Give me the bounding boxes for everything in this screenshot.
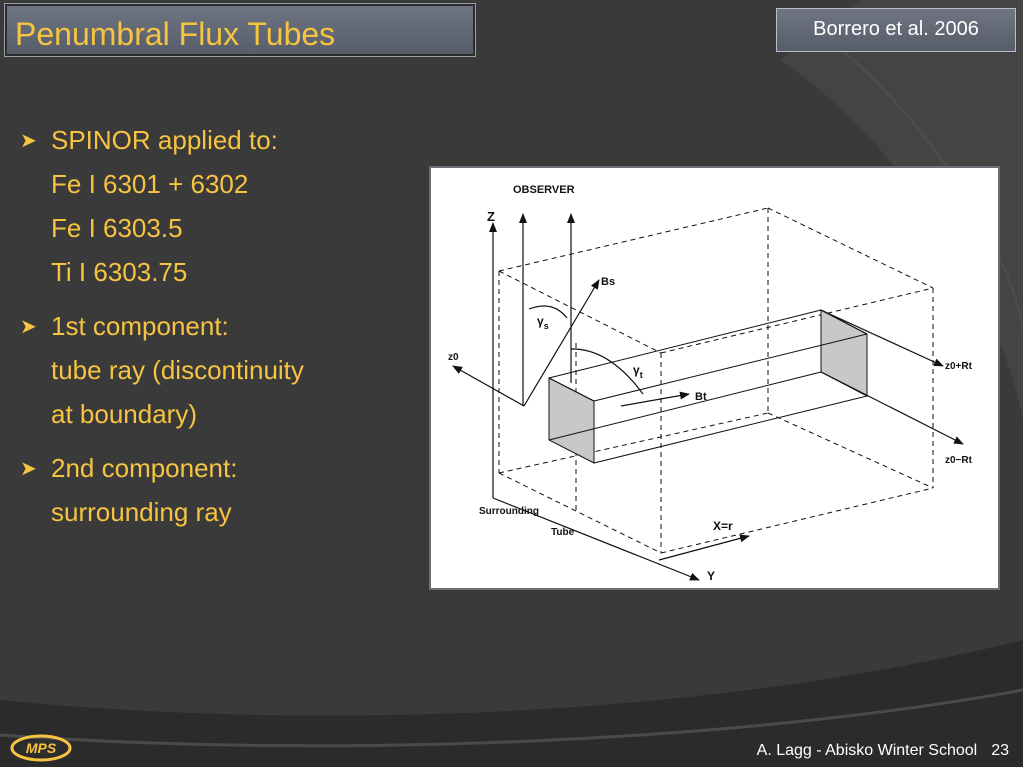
bullet-item: ➤ SPINOR applied to: Fe I 6301 + 6302 Fe… — [20, 118, 420, 294]
bullet-arrow-icon: ➤ — [20, 458, 37, 480]
axes — [489, 222, 750, 581]
bullet-line: Fe I 6303.5 — [51, 213, 183, 243]
z0-minus-rt-label: z0−Rt — [945, 455, 973, 466]
diagram-svg: OBSERVER Z Bs Bt z0 z0+Rt z0−Rt γs γt Su… — [448, 184, 973, 583]
z-axis-label: Z — [487, 209, 495, 224]
gamma-s-label: γs — [537, 314, 549, 331]
bullet-line: 2nd component: — [51, 453, 238, 483]
mps-logo: MPS — [10, 734, 72, 762]
y-axis-label: Y — [707, 569, 715, 583]
footer-author: A. Lagg - Abisko Winter School — [756, 742, 978, 759]
bullet-line: surrounding ray — [51, 497, 232, 527]
bullet-line: SPINOR applied to: — [51, 125, 278, 155]
bullet-line: tube ray (discontinuity — [51, 355, 304, 385]
citation-box: Borrero et al. 2006 — [776, 8, 1016, 52]
bullet-item: ➤ 1st component: tube ray (discontinuity… — [20, 304, 420, 436]
bt-label: Bt — [695, 391, 707, 403]
surrounding-label: Surrounding — [479, 506, 539, 517]
slide-title: Penumbral Flux Tubes — [15, 16, 336, 52]
gamma-t-symbol: γ — [633, 363, 640, 377]
page-number: 23 — [991, 742, 1009, 759]
bullet-list: ➤ SPINOR applied to: Fe I 6301 + 6302 Fe… — [20, 118, 420, 544]
footer: A. Lagg - Abisko Winter School 23 — [757, 742, 1009, 760]
observer-label: OBSERVER — [513, 184, 575, 196]
bs-label: Bs — [601, 276, 615, 288]
logo-text: MPS — [26, 740, 57, 756]
surrounding-box — [498, 207, 934, 554]
bullet-line: Fe I 6301 + 6302 — [51, 169, 249, 199]
vector-arrows — [452, 213, 964, 445]
tube-label: Tube — [551, 527, 575, 538]
gamma-t-label: γt — [633, 363, 643, 380]
bullet-line: Ti I 6303.75 — [51, 257, 188, 287]
gamma-t-subscript: t — [640, 370, 643, 380]
bullet-line: 1st component: — [51, 311, 229, 341]
citation-text: Borrero et al. 2006 — [813, 18, 979, 40]
bullet-item: ➤ 2nd component: surrounding ray — [20, 446, 420, 534]
x-eq-r-label: X=r — [713, 519, 733, 533]
flux-tube — [548, 309, 868, 464]
bullet-arrow-icon: ➤ — [20, 316, 37, 338]
z0-label: z0 — [448, 352, 459, 363]
bullet-arrow-icon: ➤ — [20, 130, 37, 152]
gamma-s-symbol: γ — [537, 314, 544, 328]
bullet-line: at boundary) — [51, 399, 197, 429]
flux-tube-diagram: OBSERVER Z Bs Bt z0 z0+Rt z0−Rt γs γt Su… — [429, 166, 1000, 590]
z0-plus-rt-label: z0+Rt — [945, 361, 973, 372]
title-box: Penumbral Flux Tubes — [4, 3, 476, 57]
gamma-s-subscript: s — [544, 321, 549, 331]
